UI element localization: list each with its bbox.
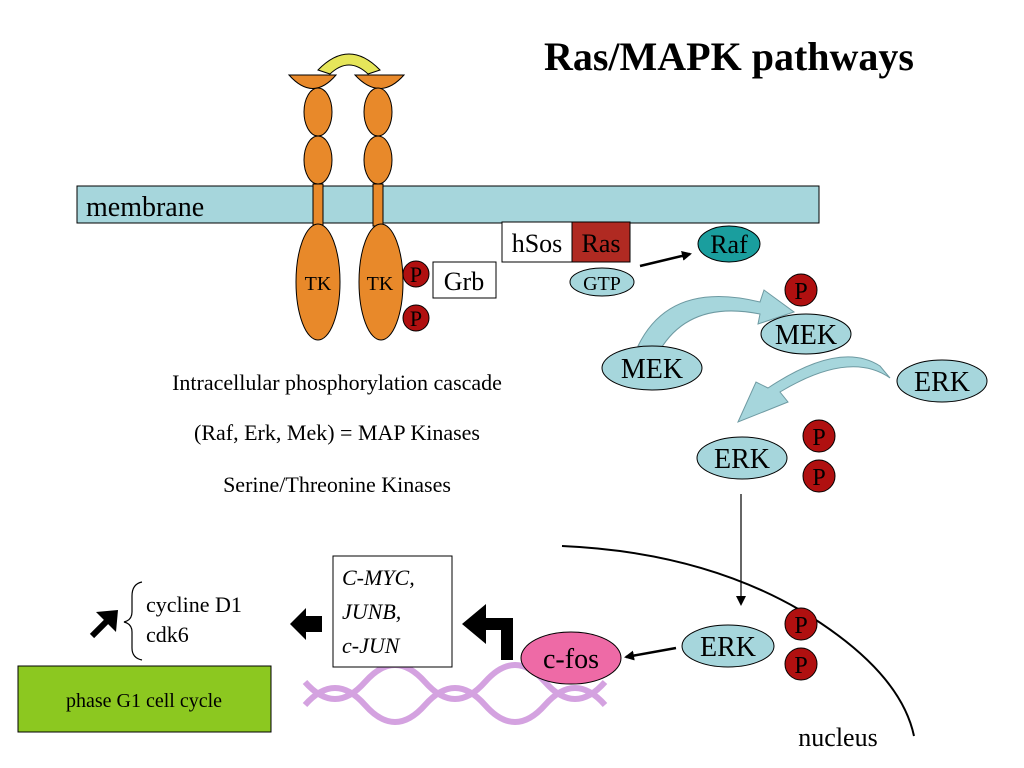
tk-right-label: TK (367, 273, 394, 295)
erk-inactive-label: ERK (914, 367, 970, 398)
up-right-arrow-icon (89, 610, 118, 639)
hsos-box (501, 221, 573, 263)
phospho-mek: P (784, 273, 818, 307)
raf-ellipse (697, 225, 761, 263)
gene-1: C-MYC, (342, 565, 415, 590)
gene-3: c-JUN (342, 633, 401, 658)
mek-active-ellipse (760, 313, 852, 355)
svg-text:P: P (812, 425, 825, 451)
gene-box (332, 555, 453, 668)
cfos-ellipse (520, 631, 622, 685)
phase-box (17, 665, 272, 733)
svg-text:P: P (794, 279, 807, 305)
phospho-erk-nuclear-2: P (784, 647, 818, 681)
grb-label: Grb (444, 267, 484, 296)
raf-label: Raf (710, 230, 748, 259)
note-line-1: Intracellular phosphorylation cascade (172, 370, 502, 395)
ras-to-raf-arrow (639, 251, 692, 268)
gtp-label: GTP (583, 273, 621, 295)
svg-text:P: P (812, 465, 825, 491)
brace (123, 581, 143, 661)
tk-left-label: TK (305, 273, 332, 295)
receptor-left (287, 74, 341, 341)
receptor-right (353, 74, 406, 341)
nucleus-label: nucleus (798, 723, 877, 752)
svg-text:P: P (794, 653, 807, 679)
svg-text:P: P (410, 262, 422, 287)
bent-arrow-icon (462, 604, 513, 660)
mek-inactive-ellipse (601, 345, 703, 391)
erk-active-label: ERK (714, 444, 770, 475)
membrane-label: membrane (86, 192, 204, 223)
phase-label: phase G1 cell cycle (66, 690, 222, 712)
hsos-label: hSos (512, 229, 563, 258)
phospho-erk-2: P (802, 459, 836, 493)
phospho-erk-1: P (802, 419, 836, 453)
curved-arrow-mek (637, 289, 796, 351)
erk-nuclear-ellipse (681, 624, 775, 668)
erk-inactive-ellipse (896, 359, 988, 403)
note-line-2: (Raf, Erk, Mek) = MAP Kinases (194, 420, 480, 445)
erk-nuclear-label: ERK (700, 632, 756, 663)
cfos-label: c-fos (543, 644, 599, 675)
membrane-bar (76, 185, 820, 224)
curved-arrow-erk (737, 356, 891, 423)
phospho-receptor-2: P (402, 304, 430, 332)
svg-text:P: P (410, 306, 422, 331)
phospho-receptor-1: P (402, 260, 430, 288)
mek-active-label: MEK (775, 320, 837, 351)
grb-box (432, 261, 497, 299)
gtp-ellipse (569, 267, 635, 297)
target-2: cdk6 (146, 622, 189, 647)
svg-text:P: P (794, 613, 807, 639)
erk-to-cfos-arrow (624, 646, 677, 661)
ras-box (571, 221, 631, 263)
phospho-erk-nuclear-1: P (784, 607, 818, 641)
note-line-3: Serine/Threonine Kinases (223, 472, 451, 497)
page-title: Ras/MAPK pathways (544, 34, 914, 79)
target-1: cycline D1 (146, 592, 242, 617)
erk-active-ellipse (696, 436, 788, 480)
gene-2: JUNB, (342, 599, 401, 624)
ras-label: Ras (582, 229, 621, 258)
mek-inactive-label: MEK (621, 354, 683, 385)
left-block-arrow-icon (290, 608, 322, 640)
dna-helix (302, 662, 608, 725)
ligand (317, 53, 381, 75)
